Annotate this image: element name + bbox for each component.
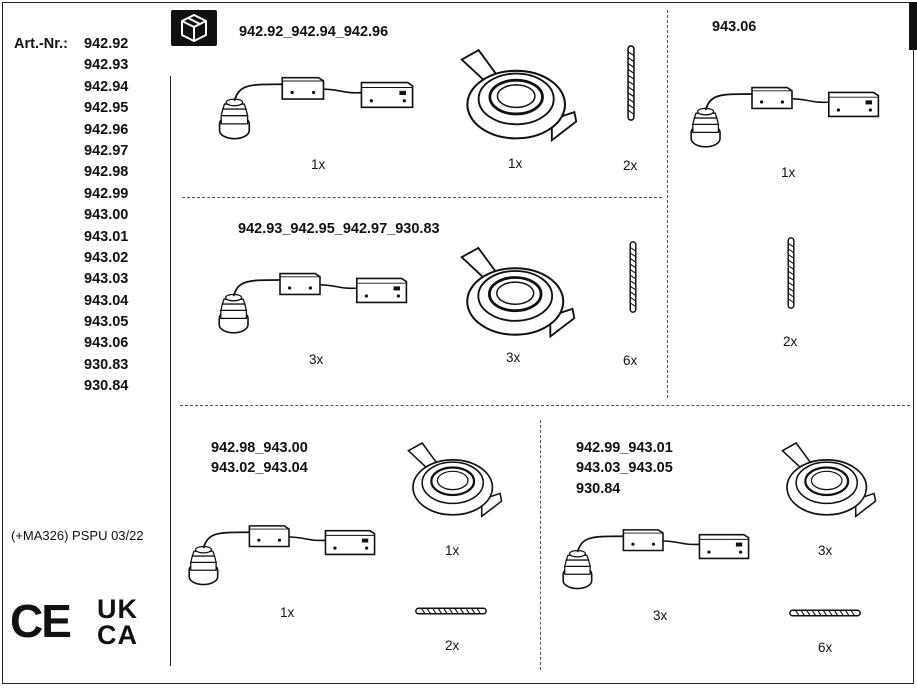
article-number: 942.92 [84, 36, 129, 52]
section4-qty-spring: 2x [445, 638, 460, 653]
section3-qty-driver: 1x [781, 165, 796, 180]
article-number: 942.98 [84, 164, 129, 181]
section2-code: 942.93_942.95_942.97_930.83 [238, 221, 440, 237]
section1-qty-spring: 2x [623, 158, 638, 173]
section5-code: 930.84 [576, 481, 621, 497]
driver-icon [688, 86, 896, 150]
driver-icon [186, 524, 392, 588]
article-number: 930.83 [84, 356, 129, 373]
spring-icon [414, 606, 488, 616]
article-number: 942.97 [84, 142, 129, 159]
section3-qty-spring: 2x [783, 334, 798, 349]
article-number: 943.05 [84, 314, 129, 331]
driver-icon [560, 528, 766, 592]
article-number: 943.00 [84, 207, 129, 224]
spring-icon [788, 608, 862, 618]
section5-code: 942.99_943.01 [576, 440, 673, 456]
section1-code: 942.92_942.94_942.96 [239, 24, 389, 40]
fixture-icon [758, 440, 900, 524]
section2-qty-fixture: 3x [506, 350, 521, 365]
divider-h-1 [182, 197, 662, 198]
article-number: 943.02 [84, 249, 129, 266]
article-number: 943.01 [84, 228, 129, 245]
corner-bar [909, 2, 917, 50]
ce-mark: CE [10, 595, 72, 647]
fixture-icon [458, 46, 580, 150]
article-number: 943.03 [84, 271, 129, 288]
ukca-top: UK [97, 594, 138, 624]
section2-qty-spring: 6x [623, 353, 638, 368]
article-number: 942.99 [84, 185, 129, 202]
ukca-mark: UK CA [97, 594, 138, 650]
section5-qty-spring: 6x [818, 640, 833, 655]
article-number: 942.96 [84, 121, 129, 138]
pspu-code: (+MA326) PSPU 03/22 [11, 528, 144, 543]
article-number: 930.84 [84, 378, 129, 395]
spring-icon [626, 44, 636, 122]
divider-v-top [667, 10, 668, 398]
ukca-bottom: CA [97, 620, 138, 650]
spring-icon [628, 240, 638, 314]
article-number: 942.93 [84, 57, 129, 74]
left-divider [170, 76, 171, 666]
section5-code: 943.03_943.05 [576, 460, 673, 476]
article-number: 943.06 [84, 335, 129, 352]
section4-qty-driver: 1x [280, 605, 295, 620]
section5-qty-driver: 3x [653, 608, 668, 623]
fixture-icon [384, 440, 526, 524]
section5-qty-fixture: 3x [818, 543, 833, 558]
section4-code: 943.02_943.04 [211, 460, 308, 476]
spring-icon [786, 236, 796, 310]
divider-v-bottom [540, 420, 541, 670]
section3-code: 943.06 [712, 19, 757, 35]
driver-icon [216, 272, 424, 336]
article-number: 942.94 [84, 78, 129, 95]
article-label: Art.-Nr.: [14, 36, 68, 52]
section1-qty-driver: 1x [311, 157, 326, 172]
driver-icon [216, 76, 431, 142]
fixture-icon [458, 244, 578, 346]
package-icon [171, 10, 217, 46]
section4-qty-fixture: 1x [445, 543, 460, 558]
article-number: 943.04 [84, 292, 129, 309]
section4-code: 942.98_943.00 [211, 440, 308, 456]
divider-h-2 [180, 405, 910, 406]
section2-qty-driver: 3x [309, 352, 324, 367]
article-numbers: 942.92 942.93 942.94 942.95 942.96 942.97 942.… [84, 34, 128, 398]
section1-qty-fixture: 1x [508, 156, 523, 171]
article-number: 942.95 [84, 100, 129, 117]
